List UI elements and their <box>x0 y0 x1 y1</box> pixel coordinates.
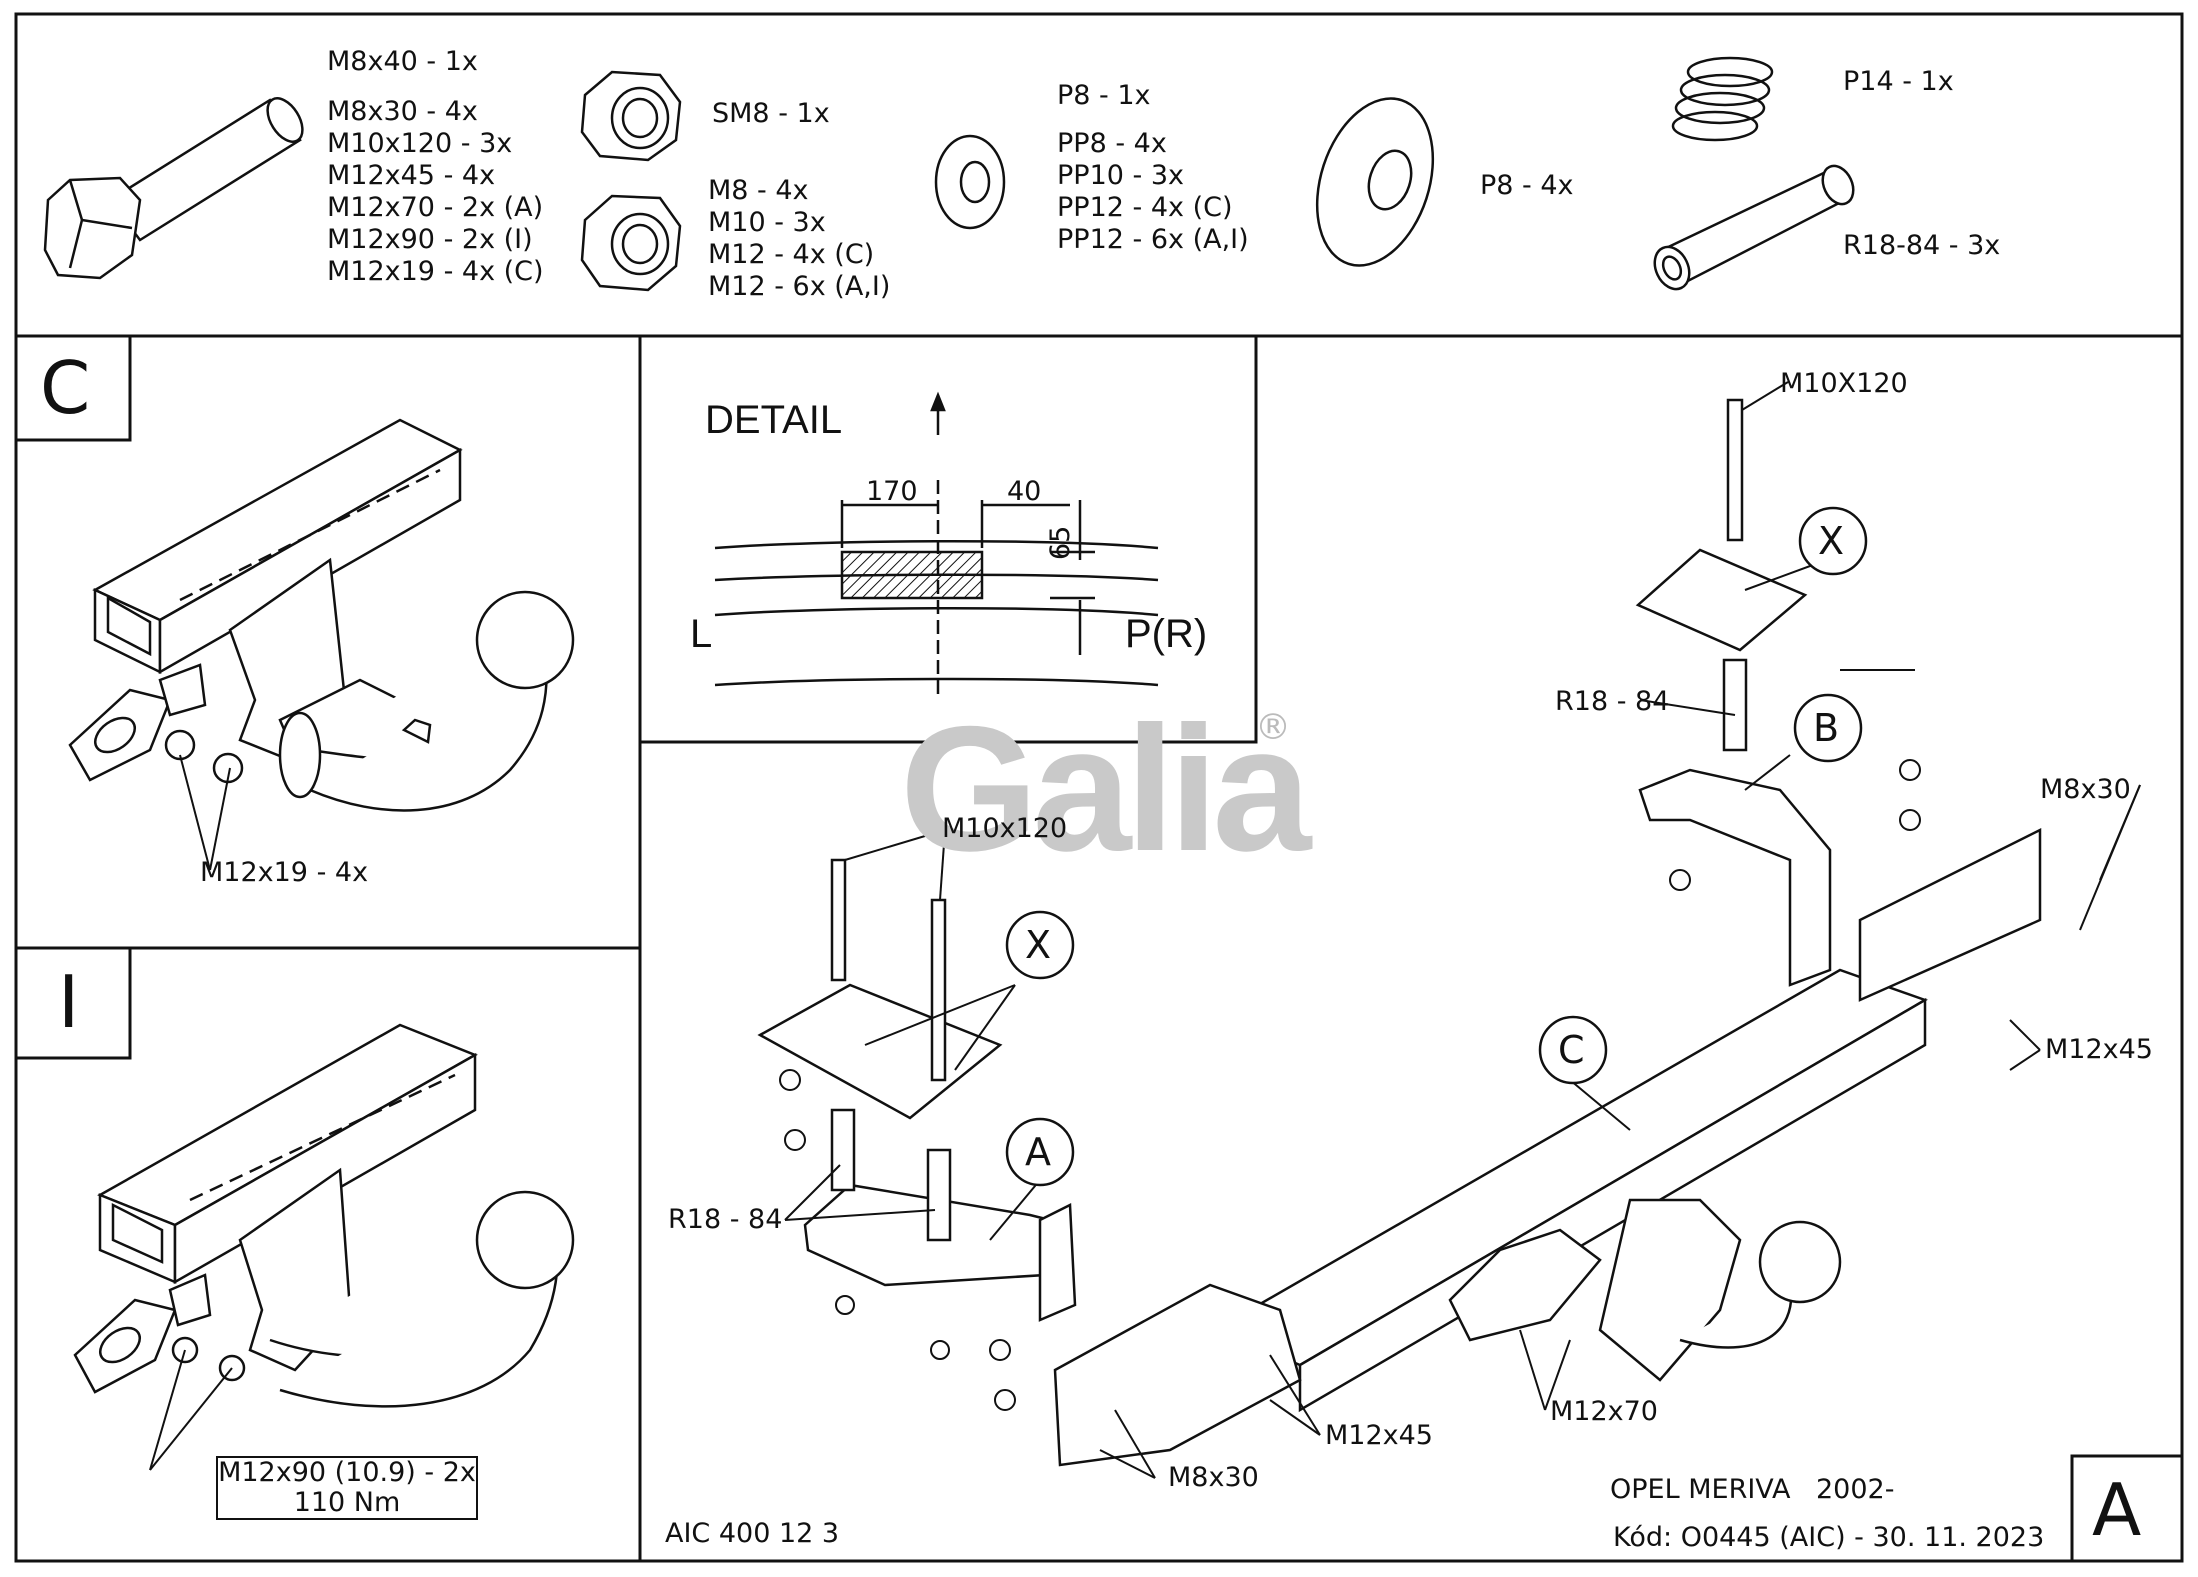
bolt-list-item: M10x120 - 3x <box>327 128 513 159</box>
nut-icon <box>930 1340 950 1360</box>
detail-box <box>640 336 1258 744</box>
balloon-x-right <box>1798 506 1868 576</box>
washer-list: P8 - 1x PP8 - 4x PP10 - 3x PP12 - 4x (C)… <box>1057 80 1249 256</box>
main-assembly-sketch <box>757 398 2042 1467</box>
balloon-c <box>1538 1015 1608 1085</box>
large-washer-label: P8 - 4x <box>1480 170 1574 201</box>
washer-list-item: P8 - 1x <box>1057 80 1151 111</box>
nut-icon <box>1669 869 1691 891</box>
nut-list-item: M12 - 6x (A,I) <box>708 271 891 302</box>
bolt-list-item: M12x19 - 4x (C) <box>327 256 544 287</box>
label-m12x70: M12x70 <box>1550 1396 1658 1427</box>
drawing-number: AIC 400 12 3 <box>665 1518 840 1549</box>
balloon-c-text: C <box>1558 1028 1585 1072</box>
panel-i-bolt-label: M12x90 (10.9) - 2x 110 Nm <box>216 1456 478 1520</box>
hardware-sketches <box>779 759 1921 1411</box>
product-code: Kód: O0445 (AIC) - 30. 11. 2023 <box>1613 1522 2045 1553</box>
nut-icon <box>784 1129 806 1151</box>
label-m10x120-left: M10x120 <box>942 813 1068 844</box>
balloon-x-left-text: X <box>1025 923 1052 967</box>
panel-i-towbar-sketch <box>73 1023 575 1408</box>
sheet-letter: A <box>2092 1468 2142 1552</box>
detail-title: DETAIL <box>705 398 843 442</box>
balloon-x-right-text: X <box>1818 519 1845 563</box>
spring-icon <box>1671 56 1774 142</box>
washer-list-item: PP12 - 6x (A,I) <box>1057 224 1249 255</box>
sheet-letter-box <box>2070 1454 2182 1561</box>
panel-c-letter: C <box>40 346 91 430</box>
nut-list-item: M8 - 4x <box>708 175 809 206</box>
nut-icon <box>835 1295 855 1315</box>
bolt-list-item: M12x90 - 2x (I) <box>327 224 533 255</box>
self-lock-nut-label: SM8 - 1x <box>712 98 830 129</box>
label-m8x30-bottom: M8x30 <box>1168 1462 1259 1493</box>
vehicle-year: 2002- <box>1816 1474 1895 1505</box>
label-r18-right: R18 - 84 <box>1555 686 1670 717</box>
nut-list: M8 - 4x M10 - 3x M12 - 4x (C) M12 - 6x (… <box>708 175 890 303</box>
galia-watermark: Galia <box>900 689 1311 888</box>
panel-i-letter-box <box>16 948 132 1060</box>
bolt-list: M8x40 - 1x M8x30 - 4x M10x120 - 3x M12x4… <box>327 46 544 288</box>
main-leader-lines <box>784 381 2141 1479</box>
label-m12x45-center: M12x45 <box>1325 1420 1433 1451</box>
large-washer-icon <box>1315 97 1435 267</box>
nut-list-item: M10 - 3x <box>708 207 826 238</box>
balloon-x-left <box>1005 910 1075 980</box>
panel-c-bolt-label: M12x19 - 4x <box>200 857 369 888</box>
nut-icon <box>989 1339 1011 1361</box>
balloon-b-text: B <box>1813 706 1840 750</box>
vehicle-model: OPEL MERIVA <box>1610 1474 1791 1505</box>
self-lock-nut-icon <box>580 70 682 162</box>
spacer-tube-icon <box>1653 164 1855 291</box>
panel-i-letter: I <box>58 960 80 1044</box>
washer-list-item: PP10 - 3x <box>1057 160 1184 191</box>
panel-c-leader-2 <box>179 754 211 871</box>
panel-c-towbar-sketch <box>68 418 575 812</box>
panel-i-torque: 110 Nm <box>293 1487 401 1518</box>
label-m8x30-right: M8x30 <box>2040 774 2131 805</box>
nut-icon <box>580 194 682 292</box>
label-r18-left: R18 - 84 <box>668 1204 783 1235</box>
panel-i-bolt-spec: M12x90 (10.9) - 2x <box>218 1457 476 1488</box>
detail-side-right: P(R) <box>1125 612 1208 656</box>
panel-i-leader-1 <box>149 1349 186 1471</box>
balloon-a <box>1005 1117 1075 1187</box>
washer-icon <box>934 134 1006 230</box>
bolt-list-item: M12x45 - 4x <box>327 160 496 191</box>
nut-icon <box>779 1069 801 1091</box>
detail-dim-left: 170 <box>866 476 918 507</box>
bolt-icon <box>43 97 304 280</box>
label-m10x120-right: M10X120 <box>1780 368 1908 399</box>
detail-side-left: L <box>690 612 713 656</box>
nut-list-item: M12 - 4x (C) <box>708 239 875 270</box>
washer-list-item: PP12 - 4x (C) <box>1057 192 1233 223</box>
detail-dim-right: 40 <box>1007 476 1042 507</box>
nut-icon <box>994 1389 1016 1411</box>
label-m12x45-right: M12x45 <box>2045 1034 2153 1065</box>
bolt-list-item <box>327 78 544 96</box>
registered-mark: ® <box>1255 707 1291 748</box>
sheet-border <box>14 12 2184 1563</box>
bolt-list-item: M8x30 - 4x <box>327 96 478 127</box>
spacer-label: R18-84 - 3x <box>1843 230 2001 261</box>
spring-label: P14 - 1x <box>1843 66 1954 97</box>
bolt-list-item: M8x40 - 1x <box>327 46 478 77</box>
washer-list-item: PP8 - 4x <box>1057 128 1167 159</box>
detail-dim-vertical: 65 <box>1045 525 1076 560</box>
balloon-a-text: A <box>1025 1130 1051 1174</box>
detail-drawing <box>714 391 1159 695</box>
washer-list-item <box>1057 112 1249 128</box>
balloon-b <box>1793 693 1863 763</box>
panel-i-leader-2 <box>149 1367 233 1471</box>
nut-icon <box>1899 759 1921 781</box>
panel-c-leader-1 <box>209 767 231 871</box>
nut-icon <box>1899 809 1921 831</box>
panel-c-letter-box <box>16 336 132 442</box>
bolt-list-item: M12x70 - 2x (A) <box>327 192 544 223</box>
